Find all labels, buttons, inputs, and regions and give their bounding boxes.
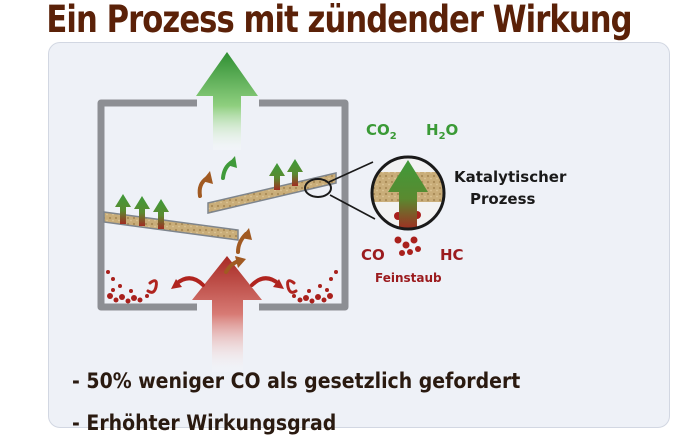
hc-label: HC	[440, 246, 464, 264]
magnifier-link	[304, 161, 376, 220]
co2-label: CO2	[366, 121, 397, 142]
magnifier-circle-icon	[370, 155, 446, 231]
ember-particles	[106, 270, 338, 304]
benefit-list: - 50% weniger CO als gesetzlich geforder…	[72, 360, 520, 444]
pollutant-particles	[394, 236, 421, 256]
flow-curved-arrows	[197, 156, 252, 274]
red-air-inlet-arrow	[192, 256, 262, 372]
benefit-item: - 50% weniger CO als gesetzlich geforder…	[72, 369, 521, 393]
combustion-swirls	[146, 276, 298, 294]
fine-dust-label: Feinstaub	[375, 271, 442, 285]
green-exhaust-arrow	[196, 52, 258, 150]
page-title: Ein Prozess mit zündender Wirkung	[46, 0, 632, 41]
h2o-label: H2O	[426, 121, 458, 142]
catalytic-process-label-line2: Prozess	[470, 190, 536, 208]
baffle-plates	[103, 172, 337, 241]
benefit-item: - Erhöhter Wirkungsgrad	[72, 411, 337, 435]
co-label: CO	[361, 246, 385, 264]
small-green-arrows	[115, 159, 303, 229]
catalytic-process-label-line1: Katalytischer	[454, 168, 567, 186]
stove-chamber	[97, 99, 349, 311]
